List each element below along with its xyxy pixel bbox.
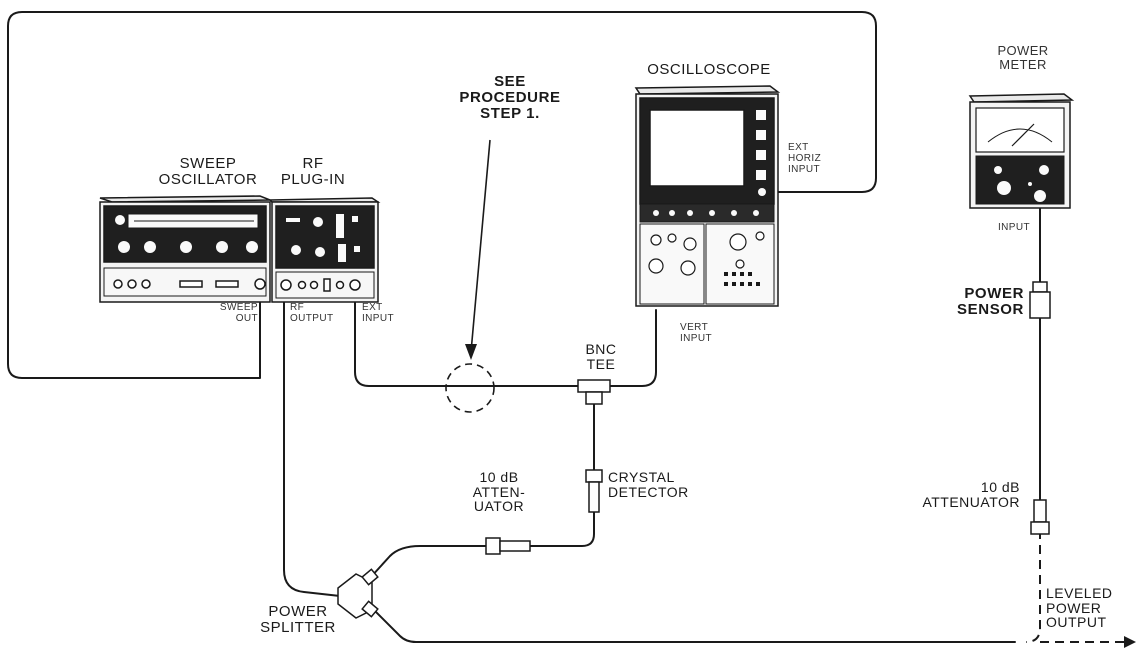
power-sensor-part bbox=[1029, 281, 1051, 319]
power-sensor-label-line1: POWER bbox=[964, 285, 1024, 302]
sweep-out-label: SWEEP OUT bbox=[200, 302, 258, 324]
bnc-tee-label: BNC TEE bbox=[570, 342, 632, 371]
power-meter-label: POWER METER bbox=[978, 43, 1068, 73]
sweep-oscillator-label-line2: OSCILLATOR bbox=[158, 170, 258, 188]
rf-plugin-label: RF PLUG-IN bbox=[268, 156, 358, 188]
oscilloscope bbox=[634, 85, 781, 307]
rf-plugin-label-line1: RF bbox=[302, 155, 324, 172]
vert-input-label-line2: INPUT bbox=[680, 333, 712, 344]
rf-output-label-line2: OUTPUT bbox=[290, 313, 334, 324]
leveled-power-output-line1: LEVELED bbox=[1046, 585, 1113, 601]
procedure-step-circle bbox=[445, 363, 495, 413]
power-meter bbox=[968, 93, 1075, 209]
rf-plugin-label-line2: PLUG-IN bbox=[280, 170, 346, 188]
bnc-tee-label-line2: TEE bbox=[586, 355, 616, 372]
power-splitter-label-line2: SPLITTER bbox=[260, 618, 336, 636]
ext-horiz-input-line3: INPUT bbox=[788, 164, 820, 175]
attenuator-to-splitter-cable bbox=[369, 545, 487, 579]
leveled-output-dashed-up bbox=[1025, 530, 1041, 643]
ext-input-label-line2: INPUT bbox=[362, 313, 394, 324]
attenuator-left-label: 10 dB ATTEN- UATOR bbox=[454, 470, 544, 514]
see-procedure-label: SEE PROCEDURE STEP 1. bbox=[440, 74, 580, 121]
power-sensor-label: POWER SENSOR bbox=[928, 286, 1024, 318]
rf-output-cable bbox=[283, 291, 341, 597]
leveled-power-output-line2: POWER bbox=[1046, 599, 1102, 616]
ext-input-cable bbox=[354, 291, 579, 387]
attenuator-left-label-line1: 10 dB bbox=[479, 469, 519, 485]
attenuator-right-label-line1: 10 dB bbox=[980, 479, 1020, 495]
leveled-power-output-label: LEVELED POWER OUTPUT bbox=[1046, 586, 1132, 630]
power-splitter-part bbox=[337, 568, 379, 619]
power-splitter-label: POWER SPLITTER bbox=[248, 604, 348, 636]
see-procedure-line2: PROCEDURE bbox=[459, 88, 561, 106]
rf-plugin bbox=[268, 197, 381, 303]
ext-input-label: EXT INPUT bbox=[362, 302, 422, 324]
splitter-output-cable bbox=[369, 605, 1016, 643]
vert-input-label: VERT INPUT bbox=[680, 322, 740, 344]
ext-horiz-input-line2: HORIZ bbox=[788, 153, 822, 164]
sweep-out-label-line1: SWEEP bbox=[219, 302, 258, 313]
leveled-power-output-line3: OUTPUT bbox=[1046, 614, 1107, 631]
ext-horiz-input-line1: EXT bbox=[788, 142, 809, 153]
ext-horiz-input-label: EXT HORIZ INPUT bbox=[788, 142, 848, 175]
sweep-out-label-line2: OUT bbox=[235, 313, 258, 324]
rf-output-label: RF OUTPUT bbox=[290, 302, 350, 324]
crystal-detector-part bbox=[585, 469, 603, 513]
attenuator-right-label: 10 dB ATTENUATOR bbox=[880, 480, 1020, 509]
see-procedure-line1: SEE bbox=[494, 73, 526, 90]
sweep-oscillator-label-line1: SWEEP bbox=[179, 155, 237, 172]
see-procedure-line3: STEP 1. bbox=[480, 104, 540, 122]
power-sensor-label-line2: SENSOR bbox=[957, 300, 1024, 318]
attenuator-left-part bbox=[485, 537, 531, 555]
attenuator-right-label-line2: ATTENUATOR bbox=[922, 493, 1020, 510]
sweep-oscillator-label: SWEEP OSCILLATOR bbox=[148, 156, 268, 188]
power-meter-label-line1: POWER bbox=[997, 43, 1049, 58]
power-splitter-label-line1: POWER bbox=[268, 603, 328, 620]
sweep-oscillator bbox=[99, 195, 271, 303]
procedure-pointer-arrowhead bbox=[465, 344, 477, 360]
sweep-out-cable bbox=[7, 11, 877, 379]
procedure-pointer-line bbox=[470, 139, 491, 353]
attenuator-right-part bbox=[1030, 499, 1050, 535]
vert-input-label-line1: VERT bbox=[680, 322, 709, 333]
crystal-detector-label: CRYSTAL DETECTOR bbox=[608, 470, 728, 499]
power-meter-label-line2: METER bbox=[999, 57, 1047, 73]
attenuator-left-label-line3: UATOR bbox=[473, 498, 525, 515]
crystal-detector-label-line2: DETECTOR bbox=[608, 483, 689, 500]
detector-to-attenuator-cable bbox=[529, 511, 595, 547]
bnc-tee bbox=[577, 379, 611, 405]
rf-output-label-line1: RF bbox=[290, 302, 305, 313]
oscilloscope-label: OSCILLOSCOPE bbox=[647, 61, 771, 78]
power-meter-input-label: INPUT bbox=[998, 222, 1030, 233]
bnc-tee-label-line1: BNC bbox=[585, 341, 617, 357]
leveled-output-arrow bbox=[1124, 636, 1136, 648]
vert-input-cable bbox=[609, 309, 657, 387]
crystal-detector-label-line1: CRYSTAL bbox=[608, 469, 675, 485]
ext-input-label-line1: EXT bbox=[362, 302, 383, 313]
attenuator-left-label-line2: ATTEN- bbox=[472, 483, 526, 500]
